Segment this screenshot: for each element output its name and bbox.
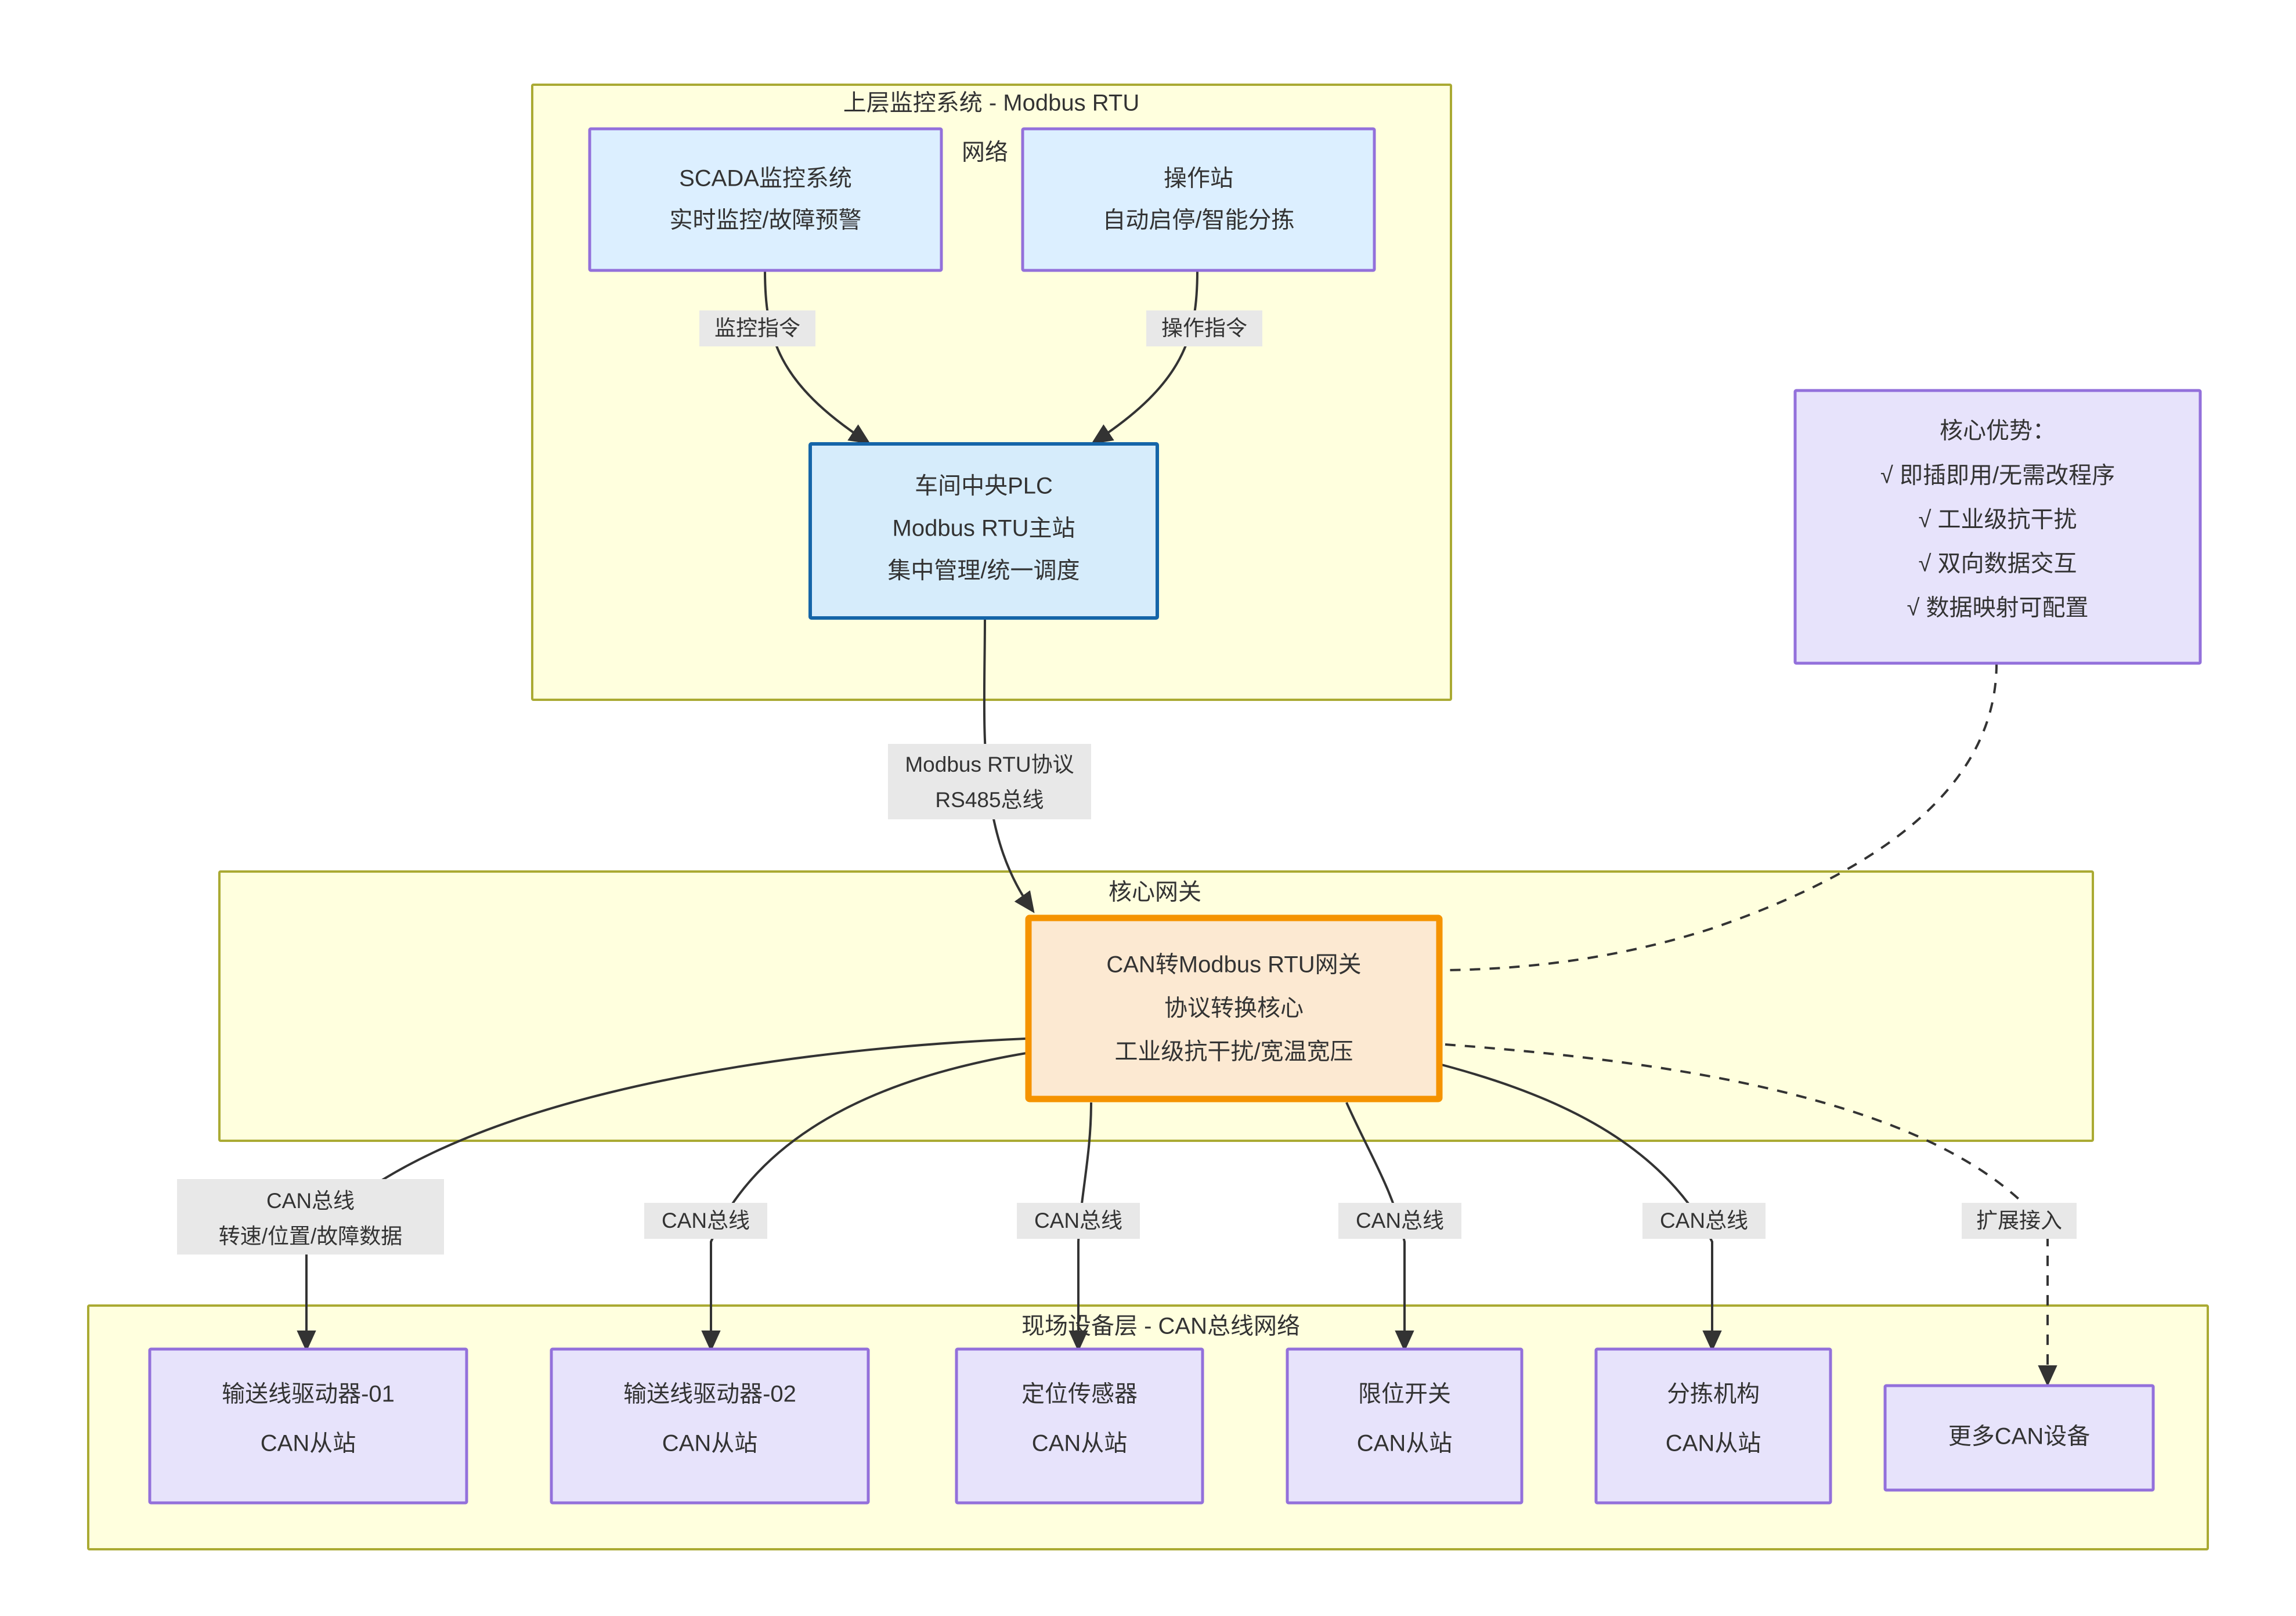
device-6-line1: 更多CAN设备 [1948,1424,2090,1449]
device-3-line2: CAN从站 [1032,1431,1127,1456]
advantage-item-4: √ 数据映射可配置 [1907,595,2088,621]
svg-text:监控指令: 监控指令 [714,316,800,340]
edge-label-network: 网络 [962,140,1008,165]
svg-text:Modbus RTU协议: Modbus RTU协议 [905,753,1074,776]
node-operator-line1: 操作站 [1164,166,1233,191]
svg-text:CAN总线: CAN总线 [266,1189,355,1213]
svg-text:扩展接入: 扩展接入 [1976,1209,2062,1232]
device-2-line1: 输送线驱动器-02 [623,1382,796,1407]
node-device-conveyor-driver-02[interactable]: 输送线驱动器-02 CAN从站 [550,1347,870,1505]
node-gateway-line1: CAN转Modbus RTU网关 [1106,952,1361,978]
edge-label-scada-to-plc: 监控指令 [699,310,815,346]
device-2-line2: CAN从站 [662,1431,757,1456]
node-device-limit-switch[interactable]: 限位开关 CAN从站 [1286,1347,1524,1505]
node-device-sorting-mechanism[interactable]: 分拣机构 CAN从站 [1594,1347,1832,1505]
svg-text:CAN总线: CAN总线 [662,1209,750,1232]
node-scada[interactable]: SCADA监控系统 实时监控/故障预警 [588,127,943,272]
node-core-advantages[interactable]: 核心优势： √ 即插即用/无需改程序 √ 工业级抗干扰 √ 双向数据交互 √ 数… [1793,389,2202,665]
device-1-line2: CAN从站 [261,1431,356,1456]
device-4-line2: CAN从站 [1357,1431,1452,1456]
edge-label-operator-to-plc: 操作指令 [1146,310,1262,346]
advantage-item-1: √ 即插即用/无需改程序 [1880,463,2115,489]
node-plc-line2: Modbus RTU主站 [893,516,1075,541]
edge-label-gateway-to-device-3: CAN总线 [1017,1203,1140,1239]
device-3-line1: 定位传感器 [1021,1382,1138,1407]
node-gateway-line3: 工业级抗干扰/宽温宽压 [1114,1039,1353,1065]
cluster-middle-label: 核心网关 [1109,880,1201,905]
edge-label-gateway-to-device-6: 扩展接入 [1962,1203,2077,1239]
svg-text:操作指令: 操作指令 [1161,316,1247,340]
node-device-more-can-devices[interactable]: 更多CAN设备 [1883,1384,2155,1492]
node-can-modbus-gateway[interactable]: CAN转Modbus RTU网关 协议转换核心 工业级抗干扰/宽温宽压 [1025,914,1443,1102]
svg-text:转速/位置/故障数据: 转速/位置/故障数据 [219,1224,403,1248]
svg-text:CAN总线: CAN总线 [1660,1209,1748,1232]
edge-label-gateway-to-device-2: CAN总线 [644,1203,767,1239]
node-operator-line2: 自动启停/智能分拣 [1102,208,1294,233]
cluster-top-label: 上层监控系统 - Modbus RTU [843,91,1139,116]
node-device-conveyor-driver-01[interactable]: 输送线驱动器-01 CAN从站 [148,1347,468,1505]
node-plc-line1: 车间中央PLC [915,473,1053,499]
device-1-line1: 输送线驱动器-01 [222,1382,395,1407]
node-operator-station[interactable]: 操作站 自动启停/智能分拣 [1021,127,1376,272]
svg-text:RS485总线: RS485总线 [935,788,1044,812]
device-4-line1: 限位开关 [1358,1382,1451,1407]
node-device-position-sensor[interactable]: 定位传感器 CAN从站 [955,1347,1204,1505]
svg-text:CAN总线: CAN总线 [1356,1209,1444,1232]
edge-operator-to-plc [1096,270,1198,441]
advantage-item-2: √ 工业级抗干扰 [1918,507,2077,533]
device-5-line1: 分拣机构 [1667,1382,1760,1407]
edge-label-gateway-to-device-5: CAN总线 [1642,1203,1766,1239]
edge-label-gateway-to-device-4: CAN总线 [1338,1203,1461,1239]
svg-text:CAN总线: CAN总线 [1034,1209,1122,1232]
node-central-plc[interactable]: 车间中央PLC Modbus RTU主站 集中管理/统一调度 [808,442,1159,620]
cluster-bottom-label: 现场设备层 - CAN总线网络 [1021,1314,1300,1339]
edge-scada-to-plc [764,270,866,441]
node-scada-line2: 实时监控/故障预警 [669,208,861,233]
device-5-line2: CAN从站 [1666,1431,1761,1456]
edge-label-plc-to-gateway: Modbus RTU协议 RS485总线 [888,744,1091,819]
advantage-title: 核心优势： [1940,418,2056,444]
advantage-item-3: √ 双向数据交互 [1918,551,2077,577]
edge-label-gateway-to-device-1: CAN总线 转速/位置/故障数据 [177,1179,444,1255]
node-gateway-line2: 协议转换核心 [1164,996,1304,1021]
edge-advantage-to-gateway [1447,663,1998,971]
node-plc-line3: 集中管理/统一调度 [887,558,1080,584]
node-scada-line1: SCADA监控系统 [679,166,852,191]
